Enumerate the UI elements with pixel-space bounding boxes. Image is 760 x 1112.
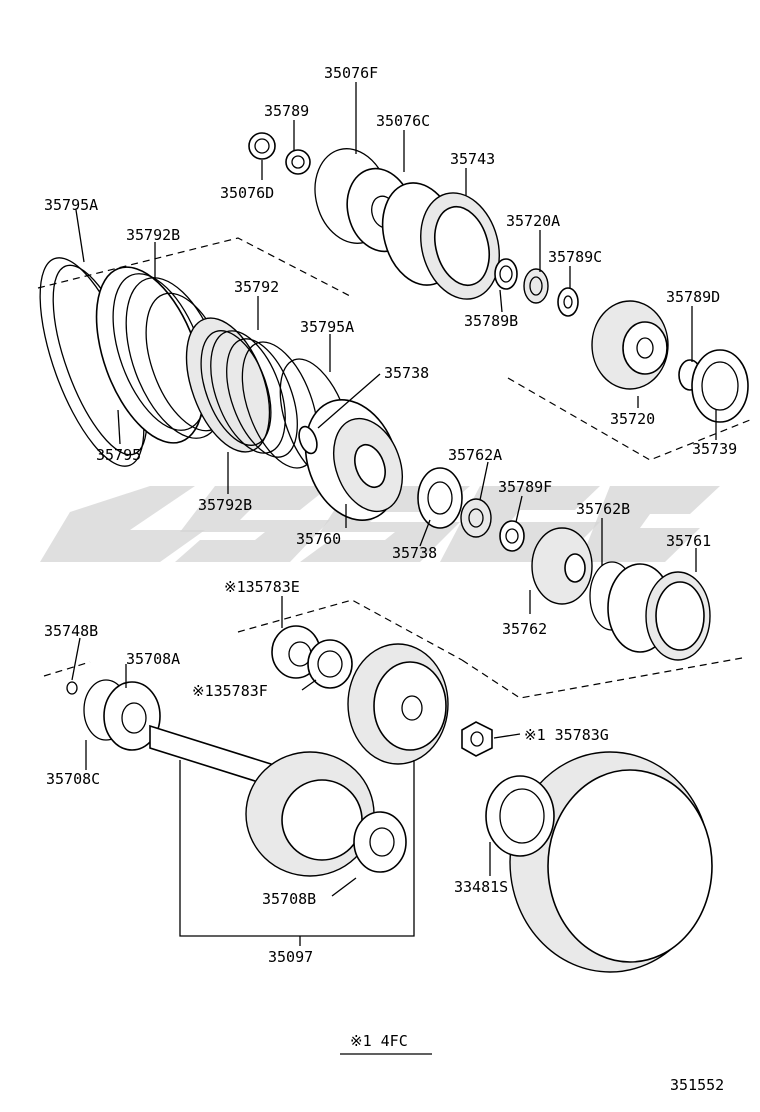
- label-35097: 35097: [268, 948, 313, 966]
- label-35738-2: 35738: [392, 544, 437, 562]
- label-35708C: 35708C: [46, 770, 100, 788]
- thrust-washer-35738: [298, 425, 318, 455]
- label-35789: 35789: [264, 102, 309, 120]
- label-35720A: 35720A: [506, 212, 560, 230]
- figure-number: 351552: [670, 1076, 724, 1094]
- label-33481S: 33481S: [454, 878, 508, 896]
- label-35762: 35762: [502, 620, 547, 638]
- label-35792B-2: 35792B: [198, 496, 252, 514]
- label-35795A: 35795A: [44, 196, 98, 214]
- label-35792: 35792: [234, 278, 279, 296]
- label-35748B: 35748B: [44, 622, 98, 640]
- leader-lines: [71, 82, 717, 946]
- planetary-carrier-35720: [591, 300, 669, 390]
- footnote-text: ※1 4FC: [350, 1032, 408, 1050]
- label-35789C: 35789C: [548, 248, 602, 266]
- label-35789D: 35789D: [666, 288, 720, 306]
- label-35761: 35761: [666, 532, 711, 550]
- label-35795A-2: 35795A: [300, 318, 354, 336]
- label-35076F: 35076F: [324, 64, 378, 82]
- label-35792B: 35792B: [126, 226, 180, 244]
- label-35760: 35760: [296, 530, 341, 548]
- label-35783G: ※1 35783G: [524, 726, 609, 744]
- clutch-plates-35792: [185, 317, 319, 469]
- shaft-35097: [149, 724, 407, 877]
- washer-35789: [285, 149, 311, 175]
- washer-35789C: [557, 287, 579, 317]
- nut-35783G: [461, 721, 493, 757]
- label-35720: 35720: [610, 410, 655, 428]
- bearing-35762A: [460, 498, 492, 538]
- label-35783F: ※135783F: [192, 682, 268, 700]
- plate-35739: [691, 349, 749, 423]
- label-35708A: 35708A: [126, 650, 180, 668]
- counter-driven-gear: [347, 643, 449, 765]
- dashed-boundaries: [37, 237, 751, 699]
- clutch-pack-35792B: [95, 266, 231, 444]
- bearing-35076D: [248, 132, 276, 160]
- drum-35743: [381, 182, 500, 300]
- label-35762B: 35762B: [576, 500, 630, 518]
- ring-gear-35761: [607, 563, 711, 661]
- bearing-35783F: [307, 639, 353, 689]
- label-35789B: 35789B: [464, 312, 518, 330]
- clutch-hub-35760: [304, 399, 403, 521]
- label-35708B: 35708B: [262, 890, 316, 908]
- label-35076D: 35076D: [220, 184, 274, 202]
- bearing-35708A: [83, 679, 161, 751]
- label-35795: 35795: [96, 446, 141, 464]
- thrust-washer-35738-2: [417, 467, 463, 529]
- bearing-35720A: [523, 268, 549, 304]
- label-35739: 35739: [692, 440, 737, 458]
- label-35762A: 35762A: [448, 446, 502, 464]
- differential-ring-gear: [509, 751, 713, 973]
- label-35789F: 35789F: [498, 478, 552, 496]
- snap-ring-35748B: [66, 681, 78, 695]
- sun-gear-35762: [531, 527, 593, 605]
- seal-33481S: [485, 775, 555, 857]
- label-35783E: ※135783E: [224, 578, 300, 596]
- label-35738: 35738: [384, 364, 429, 382]
- part-labels: 35076F 35789 35076C 35743 35076D 35795A …: [44, 64, 737, 966]
- washer-35789F: [499, 520, 525, 552]
- footnote: ※1 4FC: [340, 1032, 432, 1055]
- washer-35789B: [494, 258, 518, 290]
- label-35076C: 35076C: [376, 112, 430, 130]
- label-35743: 35743: [450, 150, 495, 168]
